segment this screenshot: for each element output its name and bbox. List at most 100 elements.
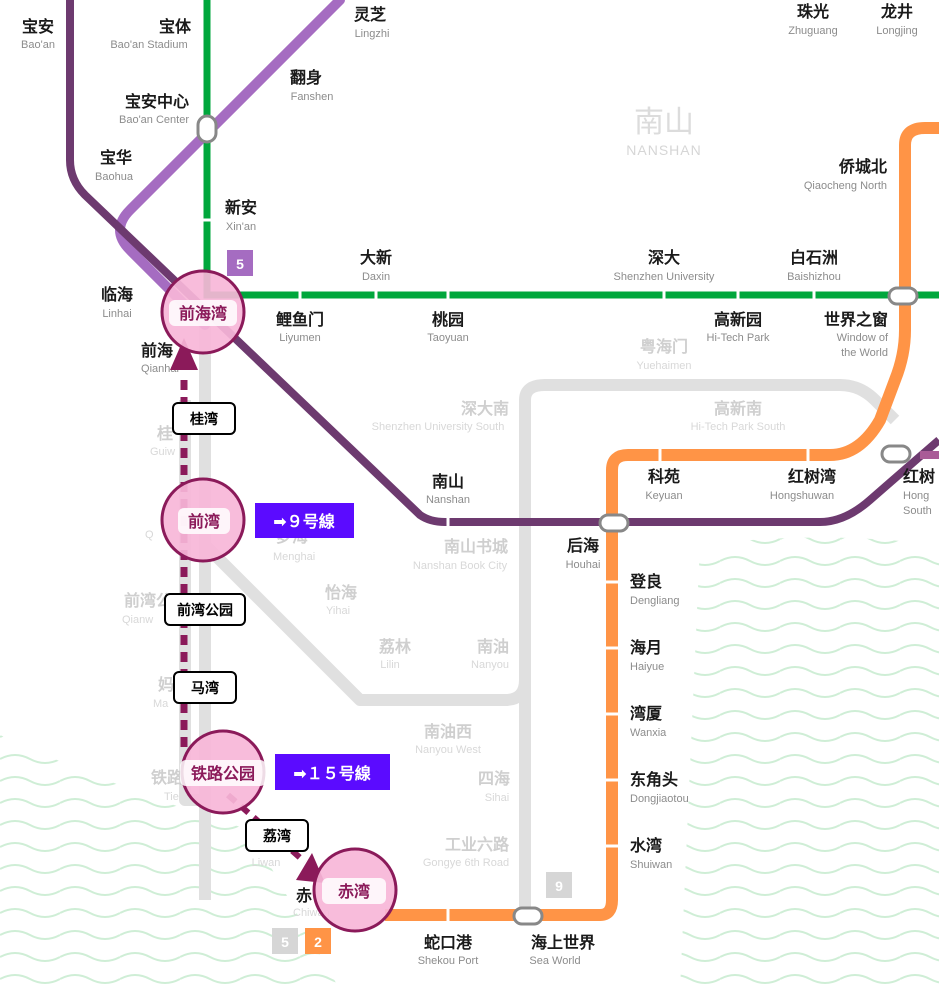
station-nanshan: 南山 (432, 472, 464, 491)
station-qianwan-dim: Q (145, 529, 154, 541)
svg-text:Shuiwan: Shuiwan (630, 859, 672, 871)
svg-text:Lingzhi: Lingzhi (355, 28, 390, 40)
svg-text:Nanshan Book City: Nanshan Book City (413, 560, 508, 572)
station-fanshen: 翻身 (290, 68, 322, 87)
station-xinan: 新安 (225, 198, 257, 217)
station-qiaochengbei: 侨城北 (838, 157, 887, 176)
svg-text:Yihai: Yihai (326, 605, 350, 617)
svg-text:前湾公园: 前湾公园 (177, 602, 233, 619)
svg-text:Lilin: Lilin (380, 659, 400, 671)
svg-text:Taoyuan: Taoyuan (427, 332, 469, 344)
station-shendanan: 深大南 (461, 399, 509, 418)
svg-text:Xin'an: Xin'an (226, 221, 256, 233)
svg-text:Bao'an Stadium: Bao'an Stadium (110, 39, 187, 51)
station-labels-dim: 粤海门 Yuehaimen 深大南 Shenzhen University So… (122, 337, 785, 919)
svg-text:Daxin: Daxin (362, 271, 390, 283)
station-chiwan-label: 赤 (296, 886, 312, 905)
station-longjing: 龙井 (880, 2, 913, 21)
svg-text:Gongye 6th Road: Gongye 6th Road (423, 857, 509, 869)
district-label: 南山 (634, 105, 694, 140)
svg-text:Linhai: Linhai (102, 308, 131, 320)
station-dengliang: 登良 (629, 572, 662, 591)
station-baoanzhongxin: 宝安中心 (125, 92, 189, 111)
district-label-en: NANSHAN (626, 142, 701, 158)
station-wanxia: 湾厦 (630, 704, 663, 723)
station-baohua: 宝华 (100, 148, 132, 167)
svg-text:Sihai: Sihai (485, 792, 509, 804)
station-houhai: 后海 (567, 536, 599, 555)
svg-text:Shenzhen University: Shenzhen University (614, 271, 715, 283)
svg-text:Bao'an Center: Bao'an Center (119, 114, 189, 126)
station-nanyou: 南油 (477, 637, 509, 656)
svg-text:Wanxia: Wanxia (630, 727, 667, 739)
svg-text:Baishizhou: Baishizhou (787, 271, 841, 283)
stop-pill-guiwan: 桂湾 (172, 402, 236, 435)
station-yihai: 怡海 (325, 583, 357, 602)
line-5-route (66, 0, 939, 526)
svg-text:2: 2 (314, 934, 322, 950)
station-ticks (201, 218, 816, 921)
station-liwan-dim: Liwan (252, 857, 281, 869)
station-qianwan-highlight[interactable]: 前湾 (160, 477, 246, 563)
svg-text:荔湾: 荔湾 (262, 828, 291, 845)
line-9-badge: 9 (546, 872, 572, 898)
transfer-line-9[interactable]: ➡９号線 (255, 503, 354, 538)
svg-text:Guiw: Guiw (150, 446, 175, 458)
svg-text:桂湾: 桂湾 (189, 411, 218, 428)
svg-text:前海湾: 前海湾 (179, 304, 227, 323)
station-shuiwan: 水湾 (630, 836, 662, 855)
svg-text:Sea World: Sea World (529, 955, 580, 967)
svg-text:Nanyou West: Nanyou West (415, 744, 481, 756)
station-keyuan: 科苑 (648, 467, 680, 486)
station-lilin: 荔林 (378, 637, 411, 656)
svg-text:Hong: Hong (903, 490, 929, 502)
svg-text:Tie: Tie (164, 791, 179, 803)
sea-area (0, 537, 939, 990)
svg-text:前湾: 前湾 (188, 512, 220, 531)
svg-text:Dongjiaotou: Dongjiaotou (630, 793, 689, 805)
stop-pill-mawan: 马湾 (173, 671, 237, 704)
station-gaoxinnan: 高新南 (714, 399, 762, 418)
station-yuehaimen: 粤海门 (640, 337, 688, 356)
stop-pill-qianwangongyuan: 前湾公园 (164, 593, 246, 626)
chiwan-line-5-badge: 5 (272, 928, 298, 954)
svg-text:Bao'an: Bao'an (21, 39, 55, 51)
svg-text:➡１５号線: ➡１５号線 (293, 764, 370, 783)
svg-text:Fanshen: Fanshen (291, 91, 334, 103)
station-baishizhou: 白石洲 (790, 248, 838, 267)
svg-text:Nanshan: Nanshan (426, 494, 470, 506)
svg-text:Qianw: Qianw (122, 614, 153, 626)
chiwan-line-2-badge: 2 (305, 928, 331, 954)
station-nanyouxi: 南油西 (424, 722, 472, 741)
station-haishangshijie: 海上世界 (531, 933, 595, 952)
station-chiwan-highlight[interactable]: 赤湾 (312, 847, 398, 933)
svg-text:Longjing: Longjing (876, 25, 918, 37)
svg-text:Hi-Tech Park South: Hi-Tech Park South (691, 421, 786, 433)
station-tielugongyuan-highlight[interactable]: 铁路公园 (180, 729, 266, 815)
station-qianhaiwan-highlight[interactable]: 前海湾 (160, 269, 246, 355)
svg-text:Window of: Window of (837, 332, 889, 344)
svg-text:Liyumen: Liyumen (279, 332, 321, 344)
line-2-route (385, 122, 939, 921)
svg-text:Qianhai: Qianhai (141, 363, 179, 375)
station-taoyuan: 桃园 (432, 310, 464, 329)
svg-text:South: South (903, 505, 932, 517)
station-shenda: 深大 (648, 248, 680, 267)
station-linhai: 临海 (101, 285, 133, 304)
station-zhuguang: 珠光 (797, 2, 829, 21)
line-5-badge: 5 (227, 250, 253, 276)
station-shijiezhichuang: 世界之窗 (824, 310, 888, 329)
station-mawan-dim: 妈 (158, 675, 174, 694)
station-haiyue: 海月 (630, 638, 662, 657)
transfer-line-15[interactable]: ➡１５号線 (275, 754, 390, 790)
svg-text:9: 9 (555, 878, 563, 894)
station-gaoxinyuan: 高新园 (714, 310, 762, 329)
svg-text:赤湾: 赤湾 (338, 882, 370, 901)
svg-text:the World: the World (841, 347, 888, 359)
route-arrow-up-icon (170, 338, 198, 370)
station-lingzhi: 灵芝 (354, 5, 386, 24)
station-tielu-dim: 铁路 (151, 768, 184, 787)
svg-text:Shekou Port: Shekou Port (418, 955, 479, 967)
station-guiwan-dim: 桂 (156, 424, 173, 443)
svg-text:Zhuguang: Zhuguang (788, 25, 838, 37)
